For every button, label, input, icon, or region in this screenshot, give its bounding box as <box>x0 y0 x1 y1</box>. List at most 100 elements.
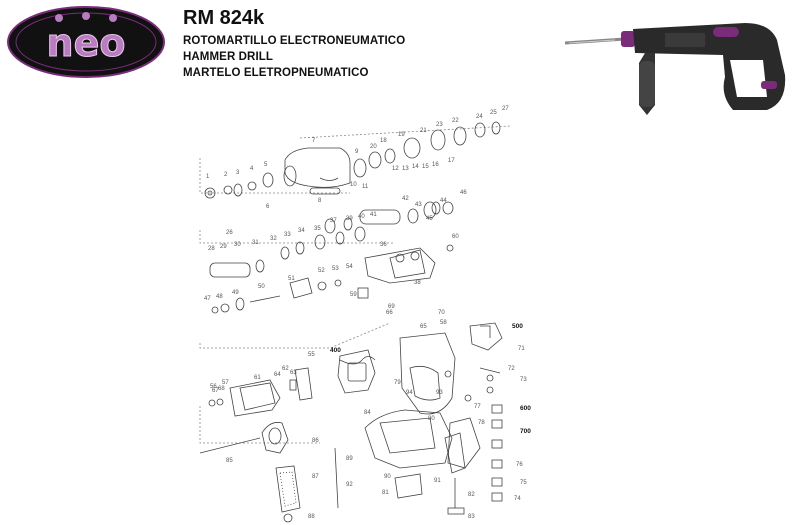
part-label: 77 <box>474 404 481 410</box>
part-label: 23 <box>436 122 443 128</box>
part-label: 73 <box>520 377 527 383</box>
part-label: 86 <box>312 438 319 444</box>
part-label: 35 <box>314 226 321 232</box>
part-label: 47 <box>204 296 211 302</box>
part-label: 29 <box>220 244 227 250</box>
part-label: 30 <box>234 242 241 248</box>
part-label: 40 <box>358 214 365 220</box>
part-label: 15 <box>422 164 429 170</box>
part-label: 92 <box>346 482 353 488</box>
part-label: 22 <box>452 118 459 124</box>
part-label: 94 <box>406 390 413 396</box>
part-label: 46 <box>460 190 467 196</box>
part-label: 33 <box>284 232 291 238</box>
part-label: 62 <box>282 366 289 372</box>
part-label: 44 <box>440 198 447 204</box>
model-number: RM 824k <box>183 7 265 29</box>
part-label: 82 <box>468 492 475 498</box>
part-label: 1 <box>206 174 210 180</box>
part-label: 69 <box>388 304 395 310</box>
assembly-label: 600 <box>520 405 531 412</box>
part-label: 3 <box>236 170 240 176</box>
part-label: 31 <box>252 240 259 246</box>
part-label: 76 <box>516 462 523 468</box>
part-label: 64 <box>274 372 281 378</box>
part-label: 34 <box>298 228 305 234</box>
part-label: 67 <box>212 388 219 394</box>
part-label: 12 <box>392 166 399 172</box>
part-label: 65 <box>420 324 427 330</box>
part-label: 71 <box>518 346 525 352</box>
logo-text: neo <box>47 21 126 65</box>
neo-logo: neo <box>7 6 165 78</box>
part-label: 2 <box>224 172 228 178</box>
part-label: 68 <box>218 386 225 392</box>
part-label: 14 <box>412 164 419 170</box>
hammer-drill-photo <box>564 23 786 115</box>
part-label: 26 <box>226 230 233 236</box>
part-label: 24 <box>476 114 483 120</box>
part-label: 13 <box>402 166 409 172</box>
part-label: 90 <box>384 474 391 480</box>
part-label: 45 <box>426 216 433 222</box>
description-pt: MARTELO ELETROPNEUMATICO <box>183 67 369 79</box>
part-label: 61 <box>254 375 261 381</box>
part-label: 10 <box>350 182 357 188</box>
part-label: 83 <box>468 514 475 520</box>
part-label: 28 <box>208 246 215 252</box>
part-label: 75 <box>520 480 527 486</box>
part-label: 79 <box>394 380 401 386</box>
part-label: 60 <box>452 234 459 240</box>
part-label: 84 <box>364 410 371 416</box>
part-label: 66 <box>386 310 393 316</box>
description-es: ROTOMARTILLO ELECTRONEUMATICO <box>183 35 406 47</box>
part-label: 19 <box>398 132 405 138</box>
part-label: 7 <box>312 138 316 144</box>
description-en: HAMMER DRILL <box>183 51 273 63</box>
part-label: 80 <box>428 416 435 422</box>
part-label: 59 <box>350 292 357 298</box>
part-label: 37 <box>330 218 337 224</box>
part-label: 43 <box>415 202 422 208</box>
part-label: 93 <box>436 390 443 396</box>
part-label: 51 <box>288 276 295 282</box>
exploded-view-diagram: 1 2 3 4 5 6 7 8 9 10 11 12 13 14 15 16 1… <box>199 106 531 523</box>
part-label: 72 <box>508 366 515 372</box>
part-label: 85 <box>226 458 233 464</box>
part-label: 81 <box>382 490 389 496</box>
part-label: 4 <box>250 166 254 172</box>
part-label: 16 <box>432 162 439 168</box>
part-label: 91 <box>434 478 441 484</box>
part-label: 52 <box>318 268 325 274</box>
part-label: 58 <box>440 320 447 326</box>
part-label: 48 <box>216 294 223 300</box>
part-label: 6 <box>266 204 270 210</box>
part-label: 25 <box>490 110 497 116</box>
part-label: 70 <box>438 310 445 316</box>
part-label: 38 <box>414 280 421 286</box>
part-label: 50 <box>258 284 265 290</box>
part-label: 74 <box>514 496 521 502</box>
part-label: 41 <box>370 212 377 218</box>
part-label: 56 <box>210 384 217 390</box>
part-label: 5 <box>264 162 268 168</box>
part-label: 9 <box>355 149 359 155</box>
part-label: 17 <box>448 158 455 164</box>
part-label: 49 <box>232 290 239 296</box>
part-label: 89 <box>346 456 353 462</box>
assembly-label: 700 <box>520 428 531 435</box>
assembly-label: 500 <box>512 323 523 330</box>
part-label: 8 <box>318 198 322 204</box>
part-label: 54 <box>346 264 353 270</box>
part-label: 53 <box>332 266 339 272</box>
part-label: 63 <box>290 370 297 376</box>
part-label: 27 <box>502 106 509 112</box>
part-label: 36 <box>380 242 387 248</box>
part-label: 11 <box>362 184 369 190</box>
part-label: 18 <box>380 138 387 144</box>
part-label: 21 <box>420 128 427 134</box>
assembly-label: 400 <box>330 347 341 354</box>
part-label: 55 <box>308 352 315 358</box>
part-label: 20 <box>370 144 377 150</box>
part-label: 78 <box>478 420 485 426</box>
